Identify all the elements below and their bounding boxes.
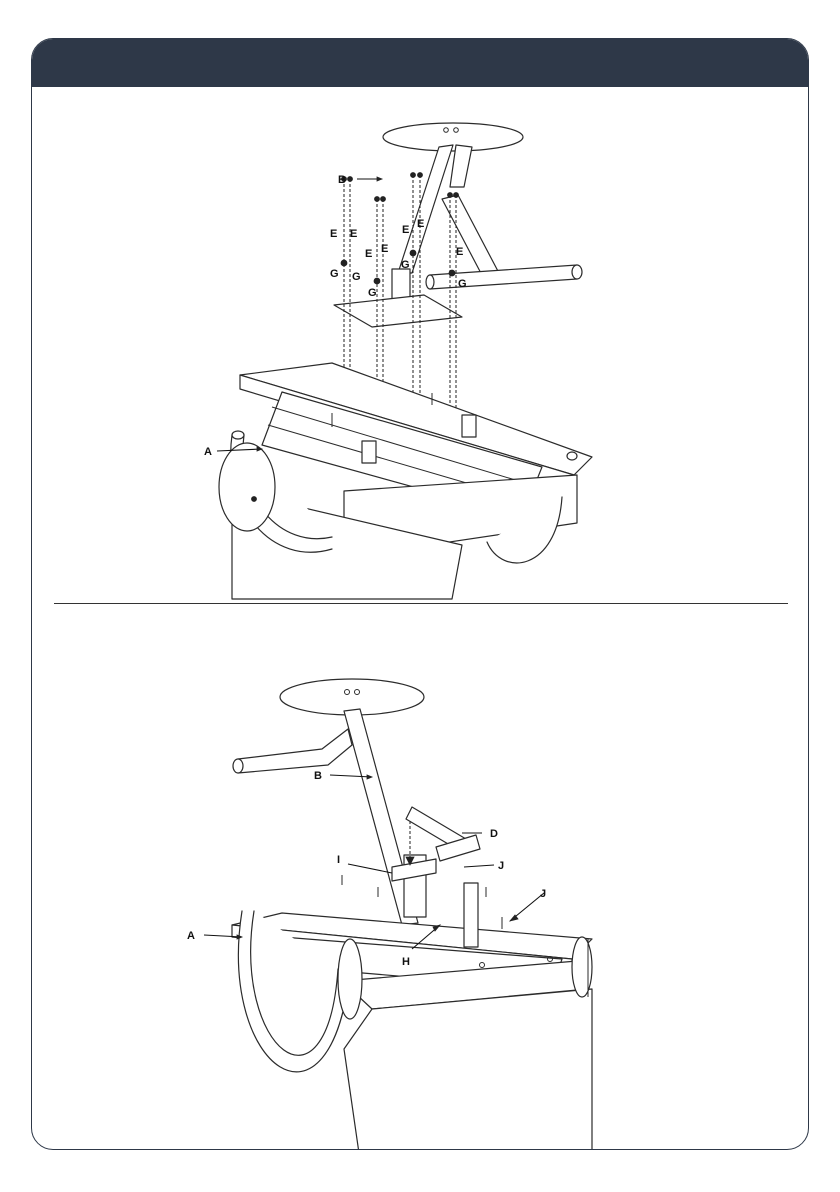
instruction-sheet: B A E E E E E E E G G G G G — [31, 38, 809, 1150]
label-g-5: G — [458, 278, 467, 290]
label-b: B — [338, 174, 346, 186]
seat-post-frame — [233, 709, 436, 925]
handle-bar — [430, 265, 577, 289]
label-j-1: J — [498, 860, 504, 872]
step-divider — [54, 603, 788, 604]
base-frame — [232, 363, 592, 599]
label-d: D — [490, 828, 498, 840]
label-g-4: G — [401, 259, 410, 271]
label-e-6: E — [417, 218, 424, 230]
label-i: I — [337, 854, 340, 866]
label-g-3: G — [368, 287, 377, 299]
label-e-5: E — [402, 224, 409, 236]
label-e-7: E — [456, 246, 463, 258]
step-1-diagram: B A E E E E E E E G G G G G — [32, 87, 809, 603]
label-h: H — [402, 956, 410, 968]
label-e-1: E — [330, 228, 337, 240]
mount-plate — [334, 295, 462, 327]
label-b: B — [314, 770, 322, 782]
label-e-3: E — [365, 248, 372, 260]
label-e-4: E — [381, 243, 388, 255]
label-j-2: J — [540, 888, 546, 900]
step-2-diagram: B D I J J A H — [32, 605, 809, 1150]
label-e-2: E — [350, 228, 357, 240]
header-bar — [32, 39, 808, 87]
label-g-1: G — [330, 268, 339, 280]
label-g-2: G — [352, 271, 361, 283]
label-a: A — [187, 930, 195, 942]
label-a: A — [204, 446, 212, 458]
